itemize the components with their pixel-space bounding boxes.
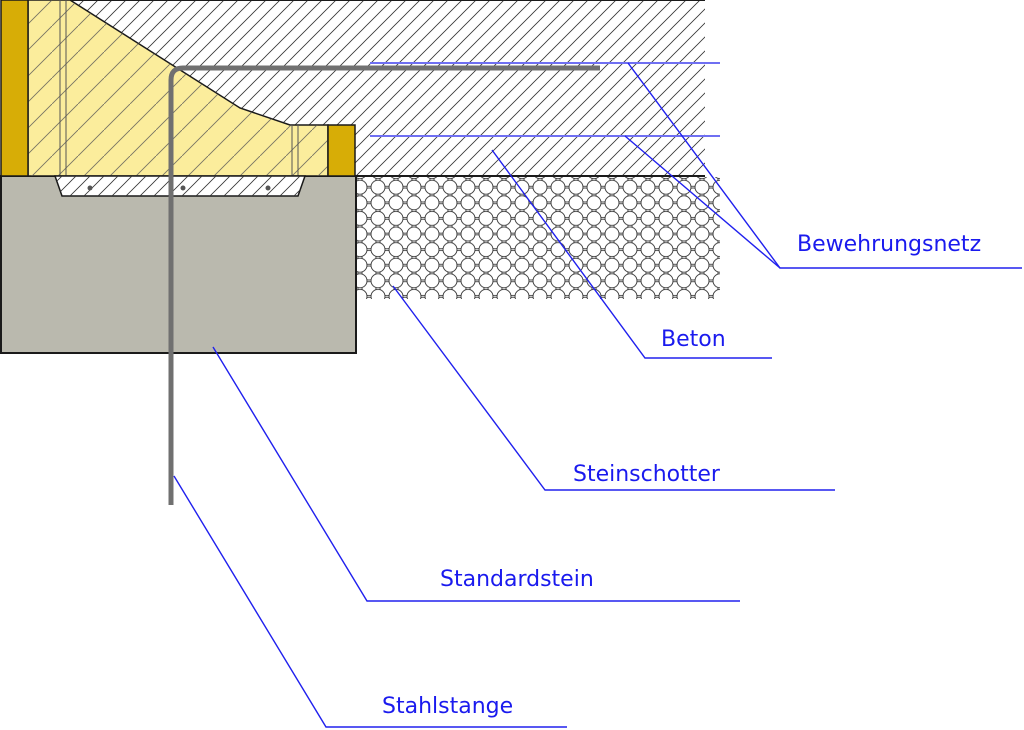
leader-lines bbox=[173, 62, 1022, 728]
reinforcement-mesh bbox=[370, 62, 720, 137]
standard-stone-block bbox=[0, 175, 357, 354]
label-beton: Beton bbox=[661, 327, 726, 352]
label-standardstein: Standardstein bbox=[440, 567, 594, 592]
label-stahlstange: Stahlstange bbox=[382, 694, 514, 719]
steel-bar bbox=[168, 65, 600, 505]
leader-steinschotter bbox=[392, 285, 835, 491]
label-bewehrungsnetz: Bewehrungsnetz bbox=[797, 232, 982, 257]
leader-stahlstange bbox=[173, 475, 567, 728]
leader-standardstein bbox=[212, 346, 740, 602]
gravel-bed bbox=[355, 177, 720, 299]
leader-beton bbox=[491, 149, 772, 359]
concrete-slab bbox=[60, 0, 705, 177]
leader-bewehrungsnetz-2 bbox=[624, 135, 781, 269]
label-steinschotter: Steinschotter bbox=[573, 462, 720, 487]
insulation-element bbox=[0, 0, 356, 197]
